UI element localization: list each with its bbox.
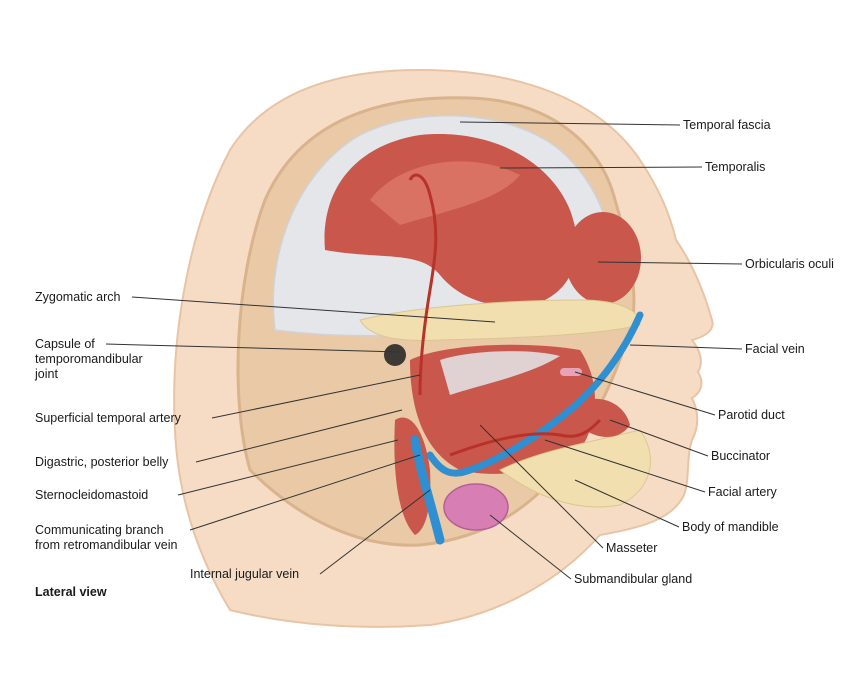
leader-line-facial-vein: [629, 344, 743, 350]
label-sternocleidomastoid: Sternocleidomastoid: [35, 488, 149, 502]
label-superficial-temporal-artery: Superficial temporal artery: [35, 411, 181, 425]
orbicularis-oculi-muscle: [565, 212, 641, 304]
leader-line-internal-jugular-vein: [319, 489, 431, 575]
leader-line-masseter: [479, 424, 604, 549]
label-facial-artery: Facial artery: [708, 485, 777, 499]
label-capsule-tmj: Capsule of temporomandibular joint: [35, 337, 143, 381]
label-internal-jugular-vein: Internal jugular vein: [190, 567, 300, 581]
leader-line-digastric-posterior-belly: [195, 409, 403, 463]
label-buccinator: Buccinator: [711, 449, 771, 463]
leader-line-facial-artery: [544, 439, 706, 493]
label-temporalis: Temporalis: [705, 160, 766, 174]
leader-line-orbicularis-oculi: [597, 261, 743, 265]
internal-jugular-vein: [410, 435, 445, 545]
masseter-tendon: [440, 351, 560, 395]
label-facial-vein: Facial vein: [745, 342, 805, 356]
label-communicating-branch: Communicating branch from retromandibula…: [35, 523, 178, 552]
leader-line-submandibular-gland: [489, 514, 572, 580]
leader-line-temporal-fascia: [459, 121, 681, 126]
label-body-of-mandible: Body of mandible: [682, 520, 779, 534]
leader-line-capsule-tmj: [105, 343, 401, 353]
tmj-capsule: [384, 344, 406, 366]
buccinator-muscle: [585, 398, 630, 437]
label-masseter: Masseter: [606, 541, 658, 555]
leader-line-sternocleidomastoid: [177, 439, 399, 496]
leader-line-body-of-mandible: [574, 479, 680, 528]
mandible-bone: [499, 429, 651, 508]
sternocleidomastoid-muscle: [394, 417, 431, 535]
leader-line-zygomatic-arch: [131, 296, 496, 323]
label-digastric-posterior-belly: Digastric, posterior belly: [35, 455, 169, 469]
label-parotid-duct: Parotid duct: [718, 408, 785, 422]
label-orbicularis-oculi: Orbicularis oculi: [745, 257, 834, 271]
label-submandibular-gland: Submandibular gland: [574, 572, 693, 586]
label-temporal-fascia: Temporal fascia: [683, 118, 771, 132]
leader-line-superficial-temporal-artery: [211, 374, 421, 419]
facial-vein: [426, 311, 644, 477]
facial-artery: [449, 418, 602, 457]
temporalis-highlight: [370, 161, 520, 225]
parotid-duct: [560, 368, 582, 376]
leader-line-buccinator: [609, 419, 709, 457]
view-caption: Lateral view: [35, 585, 107, 599]
leader-line-temporalis: [499, 166, 703, 169]
leader-line-parotid-duct: [574, 371, 716, 416]
leader-line-communicating-branch: [189, 454, 421, 531]
submandibular-gland: [443, 483, 509, 531]
label-zygomatic-arch: Zygomatic arch: [35, 290, 121, 304]
superficial-temporal-artery: [408, 173, 438, 396]
